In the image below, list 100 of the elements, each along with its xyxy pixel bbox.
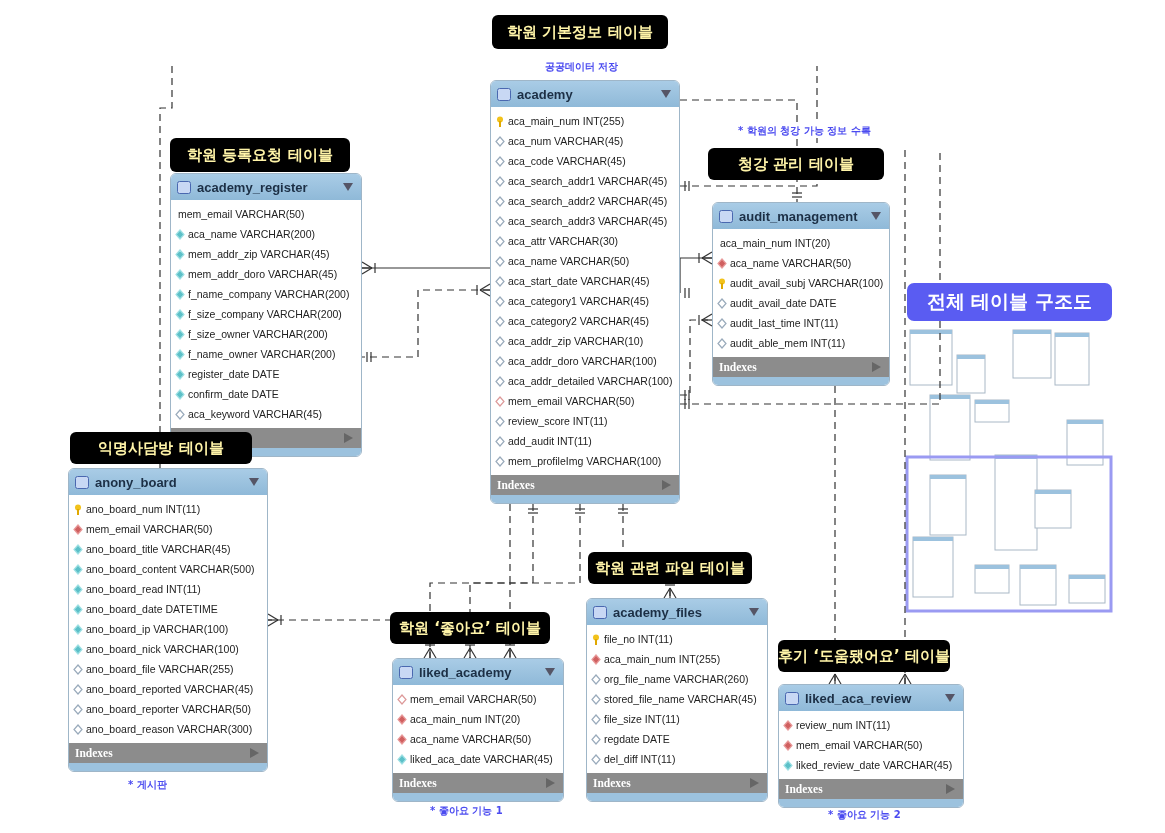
column-name: mem_email VARCHAR(50) bbox=[86, 523, 213, 535]
column-name: ano_board_content VARCHAR(500) bbox=[86, 563, 255, 575]
column-name: aca_main_num INT(20) bbox=[410, 713, 521, 725]
indexes-label: Indexes bbox=[75, 747, 113, 759]
indexes-label: Indexes bbox=[719, 361, 757, 373]
column-name: ano_board_reporter VARCHAR(50) bbox=[86, 703, 251, 715]
table-name: academy_files bbox=[613, 604, 702, 620]
column-name: liked_review_date VARCHAR(45) bbox=[796, 759, 953, 771]
relationship-line bbox=[267, 613, 393, 627]
column-name: aca_addr_zip VARCHAR(10) bbox=[508, 335, 644, 347]
table-title-tag: 청강 관리 테이블 bbox=[708, 148, 884, 180]
relationship-line bbox=[503, 503, 586, 659]
column-name: mem_email VARCHAR(50) bbox=[796, 739, 923, 751]
column-name: aca_code VARCHAR(45) bbox=[508, 155, 626, 167]
column-name: liked_aca_date VARCHAR(45) bbox=[410, 753, 553, 765]
column-name: add_audit INT(11) bbox=[508, 435, 592, 447]
indexes-label: Indexes bbox=[593, 777, 631, 789]
column-name: audit_last_time INT(11) bbox=[730, 317, 839, 329]
column-name: ano_board_num INT(11) bbox=[86, 503, 201, 515]
column-name: del_diff INT(11) bbox=[604, 753, 676, 765]
relationship-line bbox=[617, 503, 677, 599]
column-name: f_name_owner VARCHAR(200) bbox=[188, 348, 336, 360]
column-name: aca_start_date VARCHAR(45) bbox=[508, 275, 650, 287]
column-name: ano_board_file VARCHAR(255) bbox=[86, 663, 234, 675]
column-name: review_score INT(11) bbox=[508, 415, 608, 427]
column-name: aca_search_addr1 VARCHAR(45) bbox=[508, 175, 668, 187]
column-name: aca_name VARCHAR(200) bbox=[188, 228, 316, 240]
table-note: 공공데이터 저장 bbox=[545, 60, 619, 74]
column-name: ano_board_ip VARCHAR(100) bbox=[86, 623, 229, 635]
indexes-label: Indexes bbox=[785, 783, 823, 795]
table-title-tag: 학원 관련 파일 테이블 bbox=[588, 552, 752, 584]
section-heading: 전체 테이블 구조도 bbox=[907, 283, 1112, 321]
relationship-line bbox=[159, 65, 173, 469]
column-name: mem_addr_doro VARCHAR(45) bbox=[188, 268, 338, 280]
relationship-line bbox=[463, 503, 539, 659]
table-title-tag: 학원 기본정보 테이블 bbox=[492, 15, 668, 49]
relationship-line bbox=[423, 503, 511, 659]
table-note: * 게시판 bbox=[128, 778, 167, 792]
column-name: aca_category1 VARCHAR(45) bbox=[508, 295, 650, 307]
table-note: * 학원의 청강 가능 정보 수록 bbox=[738, 124, 871, 138]
table-name: academy_register bbox=[197, 179, 308, 195]
table-title-tag: 후기 ‘도움됐어요’ 테이블 bbox=[778, 640, 950, 672]
column-name: mem_profileImg VARCHAR(100) bbox=[508, 455, 662, 467]
column-name: audit_avail_date DATE bbox=[730, 297, 837, 309]
column-name: aca_search_addr2 VARCHAR(45) bbox=[508, 195, 668, 207]
column-name: file_size INT(11) bbox=[604, 713, 680, 725]
column-name: audit_avail_subj VARCHAR(100) bbox=[730, 277, 884, 289]
table-name: academy bbox=[517, 86, 573, 102]
relationship-line bbox=[361, 283, 491, 363]
column-name: ano_board_nick VARCHAR(100) bbox=[86, 643, 239, 655]
column-name: aca_keyword VARCHAR(45) bbox=[188, 408, 323, 420]
indexes-label: Indexes bbox=[399, 777, 437, 789]
column-name: stored_file_name VARCHAR(45) bbox=[604, 693, 757, 705]
column-name: aca_attr VARCHAR(30) bbox=[508, 235, 619, 247]
column-name: confirm_date DATE bbox=[188, 388, 279, 400]
column-name: aca_name VARCHAR(50) bbox=[730, 257, 852, 269]
column-name: ano_board_reported VARCHAR(45) bbox=[86, 683, 254, 695]
relationship-line bbox=[679, 99, 803, 203]
column-name: ano_board_date DATETIME bbox=[86, 603, 218, 615]
column-name: f_size_owner VARCHAR(200) bbox=[188, 328, 328, 340]
relationship-line bbox=[679, 65, 818, 192]
column-name: mem_email VARCHAR(50) bbox=[410, 693, 537, 705]
column-name: aca_name VARCHAR(50) bbox=[410, 733, 532, 745]
relationship-line bbox=[361, 261, 491, 275]
column-name: audit_able_mem INT(11) bbox=[730, 337, 846, 349]
relationship-line bbox=[898, 149, 912, 685]
column-name: mem_email VARCHAR(50) bbox=[178, 208, 305, 220]
indexes-label: Indexes bbox=[497, 479, 535, 491]
column-name: file_no INT(11) bbox=[604, 633, 673, 645]
column-name: aca_category2 VARCHAR(45) bbox=[508, 315, 650, 327]
column-name: register_date DATE bbox=[188, 368, 280, 380]
table-note: * 좋아요 기능 1 bbox=[430, 804, 503, 818]
column-name: f_size_company VARCHAR(200) bbox=[188, 308, 342, 320]
column-name: aca_main_num INT(255) bbox=[508, 115, 625, 127]
column-name: aca_addr_doro VARCHAR(100) bbox=[508, 355, 657, 367]
column-name: ano_board_title VARCHAR(45) bbox=[86, 543, 231, 555]
column-name: aca_name VARCHAR(50) bbox=[508, 255, 630, 267]
column-name: f_name_company VARCHAR(200) bbox=[188, 288, 350, 300]
column-name: ano_board_reason VARCHAR(300) bbox=[86, 723, 253, 735]
column-name: aca_search_addr3 VARCHAR(45) bbox=[508, 215, 668, 227]
table-title-tag: 익명사담방 테이블 bbox=[70, 432, 252, 464]
table-name: liked_academy bbox=[419, 664, 512, 680]
table-title-tag: 학원 등록요청 테이블 bbox=[170, 138, 350, 172]
column-name: mem_email VARCHAR(50) bbox=[508, 395, 635, 407]
column-name: aca_main_num INT(255) bbox=[604, 653, 721, 665]
column-name: mem_addr_zip VARCHAR(45) bbox=[188, 248, 330, 260]
column-name: aca_addr_detailed VARCHAR(100) bbox=[508, 375, 673, 387]
column-name: org_file_name VARCHAR(260) bbox=[604, 673, 749, 685]
table-note: * 좋아요 기능 2 bbox=[828, 808, 901, 822]
table-title-tag: 학원 ‘좋아요’ 테이블 bbox=[390, 612, 550, 644]
relationship-line bbox=[679, 313, 713, 401]
column-name: review_num INT(11) bbox=[796, 719, 891, 731]
table-name: liked_aca_review bbox=[805, 690, 912, 706]
relationship-line bbox=[828, 385, 842, 685]
table-name: audit_management bbox=[739, 208, 858, 224]
table-name: anony_board bbox=[95, 474, 177, 490]
column-name: regdate DATE bbox=[604, 733, 670, 745]
column-name: aca_num VARCHAR(45) bbox=[508, 135, 624, 147]
column-name: ano_board_read INT(11) bbox=[86, 583, 201, 595]
column-name: aca_main_num INT(20) bbox=[720, 237, 831, 249]
